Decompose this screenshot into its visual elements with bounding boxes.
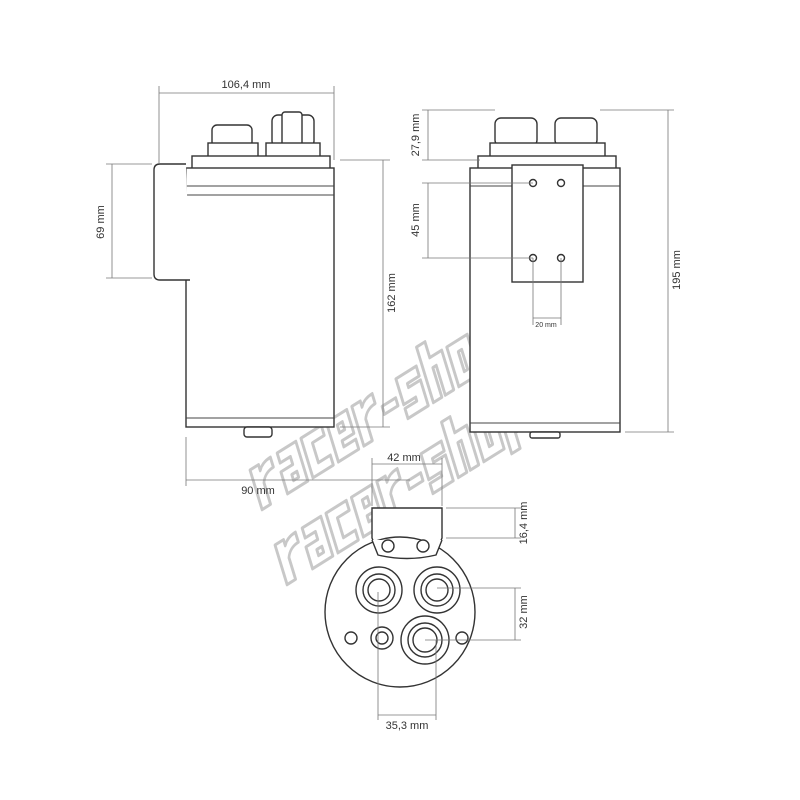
dim-body-height: 162 mm — [386, 273, 398, 313]
watermark-letter — [405, 471, 425, 491]
body — [185, 167, 335, 428]
dim-depth: 90 mm — [241, 485, 275, 497]
dim-bracket-height: 69 mm — [95, 205, 107, 239]
mounting-plate — [511, 164, 584, 283]
front-view: 27,9 mm 45 mm 20 mm 195 mm — [410, 109, 683, 439]
dim-tab-width: 42 mm — [387, 452, 421, 464]
base-disc — [324, 536, 476, 688]
dim-fitting-offset: 32 mm — [518, 595, 530, 629]
watermark-letter — [324, 498, 360, 555]
drain-plug — [529, 431, 561, 439]
side-view: 106,4 mm 69 mm 162 mm 90 mm — [95, 79, 410, 497]
watermark-letter — [273, 530, 300, 587]
watermark-letter — [419, 439, 455, 496]
watermark-letter — [394, 364, 430, 421]
dim-hole-vertical: 45 mm — [410, 203, 422, 237]
watermark-letter — [415, 340, 456, 405]
port-2 — [413, 566, 461, 614]
fitting-b — [554, 117, 598, 147]
dim-hole-horizontal: 20 mm — [535, 322, 557, 329]
watermark-letter — [380, 396, 400, 416]
nut-left — [207, 142, 259, 158]
bracket — [153, 163, 190, 281]
dim-width: 106,4 mm — [222, 79, 271, 91]
dim-total-height: 195 mm — [671, 250, 683, 290]
fitting-a — [494, 117, 538, 147]
nut-right — [265, 142, 321, 158]
watermark-letter — [299, 423, 335, 480]
port-3 — [370, 626, 394, 650]
watermark-letter — [440, 415, 481, 480]
dim-fitting-spacing: 35,3 mm — [386, 720, 429, 732]
watermark-letter — [300, 514, 335, 571]
drain-plug — [243, 426, 273, 438]
dim-fitting-height: 27,9 mm — [410, 114, 422, 157]
watermark-letter — [248, 455, 275, 512]
watermark-letter — [350, 392, 377, 448]
bottom-view: 42 mm 16,4 mm 32 mm 35,3 mm — [324, 452, 530, 732]
nuts — [489, 142, 606, 158]
port-1 — [355, 566, 403, 614]
dim-tab-height: 16,4 mm — [518, 502, 530, 545]
watermark-letter — [275, 439, 310, 496]
